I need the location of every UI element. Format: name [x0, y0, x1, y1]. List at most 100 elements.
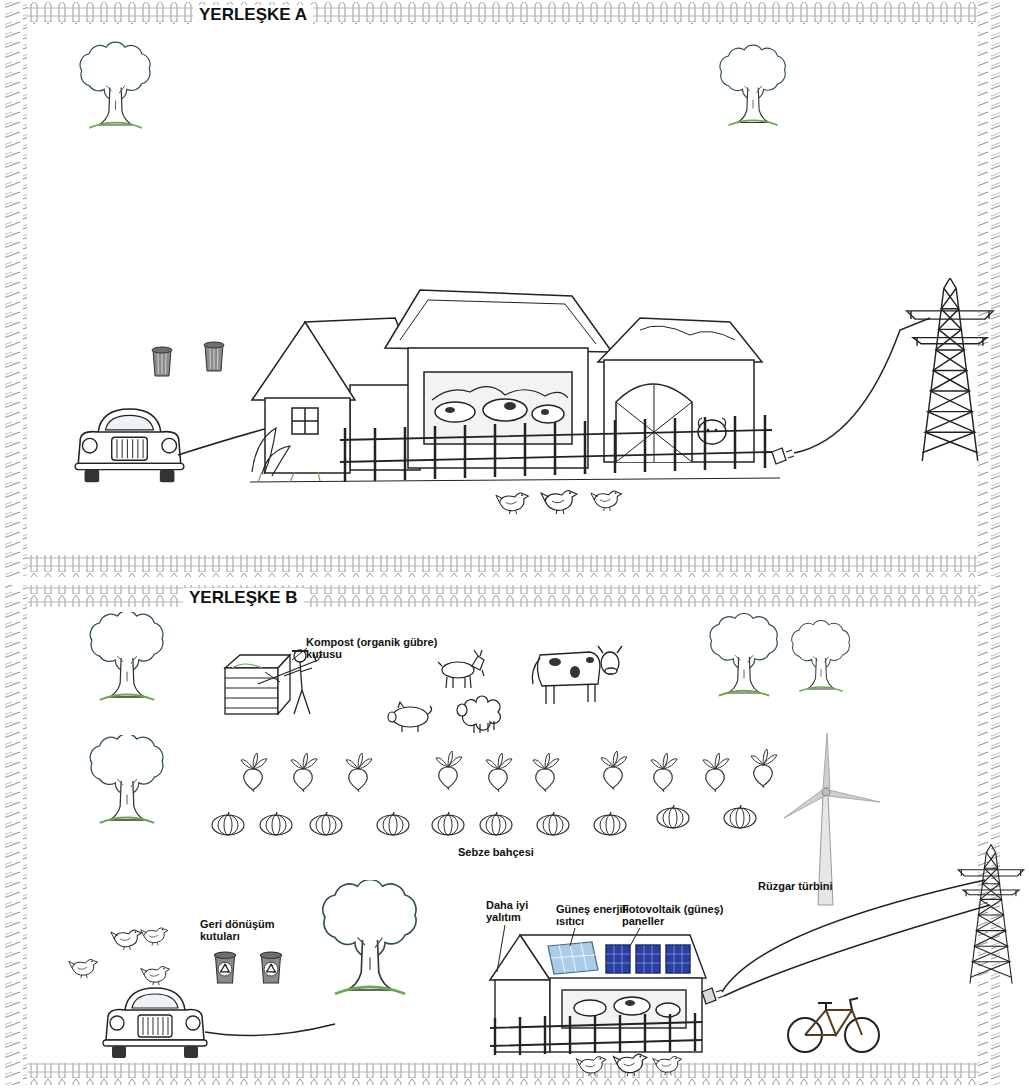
farm-buildings-part: [345, 415, 765, 482]
tree-part: [90, 734, 163, 823]
farm-buildings-part: [435, 402, 475, 422]
farm-buildings-part: [250, 478, 780, 482]
recycling-bin: [214, 952, 281, 983]
compost-box-part: [265, 672, 280, 682]
farm-buildings-part: [258, 472, 320, 482]
car-part: [178, 428, 268, 455]
tree-part: [90, 611, 163, 700]
chicken-part: [613, 1054, 647, 1076]
farm-buildings-part: [445, 407, 455, 413]
eco-building-part: [548, 942, 598, 974]
farm-buildings-part: [532, 405, 564, 423]
leader-line-part: [292, 648, 307, 660]
farm-buildings-part: [541, 409, 549, 415]
farm-buildings-part: [483, 399, 527, 421]
callout-label: Daha iyi yalıtım: [486, 899, 544, 923]
pig-part: [402, 706, 432, 732]
beet-part: [346, 753, 372, 792]
fence-frame-part: [5, 585, 27, 1085]
fence-frame-part: [978, 2, 1000, 577]
pumpkin-part: [537, 812, 569, 835]
recycling-bin-part: [260, 952, 281, 983]
eco-building: [490, 935, 706, 1055]
sheep-part: [457, 704, 467, 716]
power-pylon-part: [958, 845, 1024, 984]
compost-box-part: [278, 655, 290, 714]
beet-part: [533, 753, 559, 792]
callout-label: Geri dönüşüm kutuları: [200, 918, 285, 942]
eco-building-part: [606, 945, 690, 973]
fence-frame-part: [978, 585, 1000, 1085]
tree-part: [80, 42, 150, 128]
bicycle-part: [818, 998, 858, 1010]
chicken-part: [541, 491, 577, 514]
pumpkin-part: [657, 805, 689, 828]
farm-buildings: [250, 290, 780, 482]
beet: [241, 749, 777, 792]
car-part: [75, 409, 184, 482]
wind-turbine-part: [784, 790, 825, 818]
chicken-part: [111, 930, 142, 950]
farm-buildings-part: [252, 428, 290, 476]
chicken-part: [141, 966, 170, 985]
wind-turbine-part: [823, 733, 830, 788]
fence-frame-part: [5, 2, 1000, 24]
eco-building-part: [656, 1003, 680, 1017]
cow-part: [586, 657, 594, 663]
callout-label: Rüzgar türbini: [758, 880, 833, 892]
bicycle: [788, 998, 879, 1052]
chicken: [69, 928, 682, 1076]
plug: [772, 318, 930, 464]
farm-buildings-part: [616, 384, 692, 462]
farm-buildings-part: [698, 418, 725, 428]
car: [75, 409, 268, 482]
eco-building-part: [495, 980, 550, 1052]
power-pylon: [907, 278, 993, 461]
chicken: [496, 491, 622, 515]
eco-building-part: [520, 935, 706, 980]
sheep-part: [474, 721, 494, 733]
farm-buildings-part: [400, 300, 596, 344]
leader-line-part: [570, 928, 575, 946]
tree-part: [710, 613, 777, 695]
beet-part: [601, 751, 627, 790]
fence-frame: [5, 2, 1000, 577]
trash-bin-part: [204, 342, 224, 371]
pig: [388, 702, 432, 732]
pumpkin-part: [377, 812, 409, 835]
plug-part: [786, 450, 794, 458]
wind-turbine: [784, 733, 880, 905]
goat-part: [442, 662, 474, 678]
farm-buildings-part: [424, 372, 572, 444]
chicken-part: [496, 493, 528, 514]
cow-part: [605, 668, 617, 674]
eco-building-part: [614, 997, 650, 1015]
chicken-part: [653, 1056, 682, 1075]
pig-part: [388, 712, 396, 722]
campus-panel: YERLEŞKE A: [5, 2, 1000, 577]
beet-part: [751, 749, 777, 788]
chicken-part: [591, 491, 622, 511]
farm-buildings-part: [252, 322, 355, 400]
car: [103, 988, 335, 1058]
eco-building-part: [625, 1000, 635, 1006]
goat-part: [438, 662, 471, 688]
goat-part: [474, 650, 484, 676]
tree: [80, 42, 785, 128]
farm-buildings-part: [432, 387, 568, 400]
sheep: [457, 696, 500, 733]
car-part: [205, 1024, 335, 1036]
fence-frame: [5, 585, 1000, 1085]
eco-building-part: [551, 943, 595, 973]
farm-buildings-part: [598, 318, 762, 362]
wind-turbine-part: [828, 790, 880, 802]
eco-building-part: [574, 1000, 606, 1016]
power-pylon-part: [907, 278, 993, 461]
fence-frame-part: [5, 1063, 1000, 1085]
chicken-part: [69, 959, 98, 978]
plug-part: [794, 318, 930, 453]
leader-line: [292, 648, 640, 972]
eco-building-part: [666, 945, 690, 973]
